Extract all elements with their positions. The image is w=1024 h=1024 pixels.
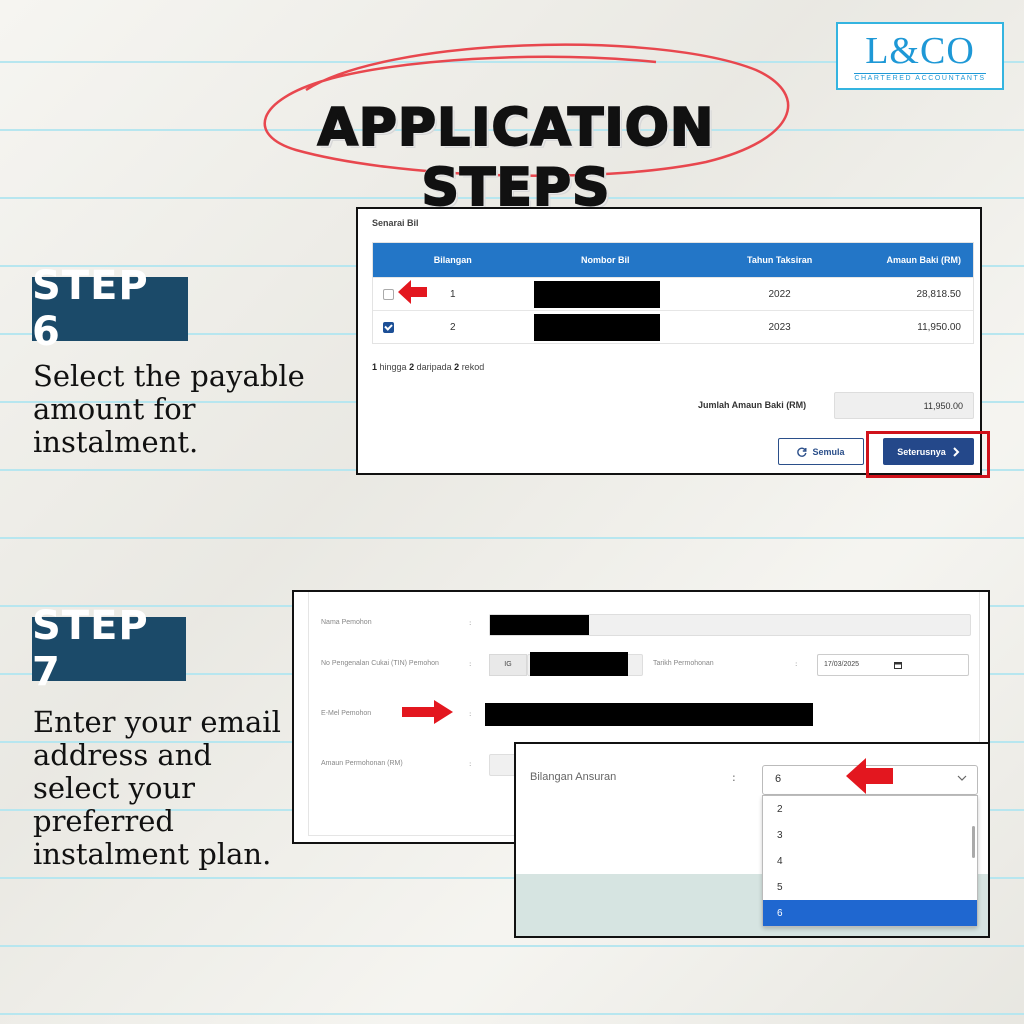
- cell-amaun: 28,818.50: [916, 288, 962, 300]
- records-info: 1 hingga 2 daripada 2 rekod: [372, 362, 485, 372]
- reset-button-label: Semula: [812, 446, 845, 457]
- step-6-badge: STEP 6: [32, 263, 188, 355]
- label-emel-pemohon: E-Mel Pemohon: [321, 710, 372, 717]
- cell-bilangan: 2: [449, 321, 456, 333]
- option-4[interactable]: 4: [777, 856, 783, 867]
- cell-bilangan: 1: [449, 288, 456, 300]
- title-area: APPLICATION STEPS: [236, 30, 796, 219]
- form-inner: Nama Pemohon : No Pengenalan Cukai (TIN)…: [308, 592, 980, 836]
- refresh-icon: [797, 447, 807, 457]
- table-row[interactable]: 2 2023 11,950.00: [373, 310, 973, 343]
- step-7-description: Enter your email address and select your…: [33, 706, 293, 871]
- col-header-amaun-baki: Amaun Baki (RM): [886, 255, 961, 265]
- logo-mark: L&CO: [865, 29, 975, 72]
- step-6-desc-line: instalment.: [33, 425, 199, 459]
- bill-list-panel: Senarai Bil Bilangan Nombor Bil Tahun Ta…: [356, 207, 982, 475]
- row-checkbox[interactable]: [383, 288, 395, 300]
- row-checkbox-checked[interactable]: [383, 321, 395, 333]
- page-title: APPLICATION STEPS: [317, 97, 715, 219]
- tarikh-permohonan-field[interactable]: 17/03/2025: [817, 654, 969, 676]
- redacted-bill-number: [534, 314, 660, 341]
- step-7-desc-line: address and: [33, 738, 212, 772]
- company-logo: L&CO CHARTERED ACCOUNTANTS: [836, 22, 1004, 90]
- cell-amaun: 11,950.00: [917, 321, 961, 333]
- label-nama-pemohon: Nama Pemohon: [321, 619, 372, 626]
- section-title: Senarai Bil: [372, 218, 419, 228]
- label-amaun-permohonan: Amaun Permohonan (RM): [321, 760, 403, 767]
- step-7-desc-line: select your: [33, 771, 195, 805]
- reset-button[interactable]: Semula: [778, 438, 864, 465]
- title-circle-decoration: [263, 43, 790, 177]
- step-6-description: Select the payable amount for instalment…: [33, 360, 333, 459]
- table-row[interactable]: 1 2022 28,818.50: [373, 277, 973, 310]
- redacted-email-input[interactable]: [485, 703, 813, 726]
- highlight-box-next: [866, 431, 990, 478]
- red-arrow-left-icon: [398, 280, 427, 304]
- step-7-badge: STEP 7: [32, 603, 186, 695]
- label-bilangan-ansuran: Bilangan Ansuran: [530, 771, 617, 783]
- chevron-down-icon: [957, 775, 967, 781]
- instalment-options: 2 3 4 5 6: [762, 795, 978, 927]
- total-label: Jumlah Amaun Baki (RM): [698, 400, 807, 410]
- step-6-desc-line: Select the payable: [33, 359, 305, 393]
- calendar-icon: [894, 662, 902, 669]
- dropdown-scrollbar[interactable]: [972, 826, 975, 858]
- label-no-pengenalan: No Pengenalan Cukai (TIN) Pemohon: [321, 660, 439, 667]
- table-header: Bilangan Nombor Bil Tahun Taksiran Amaun…: [373, 243, 973, 277]
- instalment-popup: Bilangan Ansuran : 6 2 3 4 5 6: [514, 742, 990, 938]
- option-2[interactable]: 2: [777, 804, 783, 815]
- total-amount-field: 11,950.00: [834, 392, 974, 419]
- chevron-right-icon: [953, 446, 960, 457]
- next-button-label: Seterusnya: [897, 446, 946, 457]
- step-7-desc-line: preferred: [33, 804, 174, 838]
- option-5[interactable]: 5: [777, 882, 783, 893]
- tin-prefix: IG: [489, 654, 527, 676]
- nama-pemohon-field: [489, 614, 971, 636]
- next-button[interactable]: Seterusnya: [883, 438, 974, 465]
- option-3[interactable]: 3: [777, 830, 783, 841]
- step-7-desc-line: instalment plan.: [33, 837, 272, 871]
- redacted-name: [490, 615, 589, 635]
- cell-tahun: 2022: [768, 288, 791, 300]
- col-header-bilangan: Bilangan: [433, 255, 472, 265]
- step-6-desc-line: amount for: [33, 392, 196, 426]
- cell-tahun: 2023: [768, 321, 791, 333]
- col-header-nombor-bil: Nombor Bil: [580, 255, 630, 265]
- label-tarikh-permohonan: Tarikh Permohonan: [653, 660, 714, 667]
- redacted-tin: [530, 652, 628, 676]
- option-6-selected[interactable]: 6: [763, 900, 977, 926]
- bill-table: Bilangan Nombor Bil Tahun Taksiran Amaun…: [372, 242, 974, 344]
- col-header-tahun-taksiran: Tahun Taksiran: [747, 255, 813, 265]
- logo-subtitle: CHARTERED ACCOUNTANTS: [854, 72, 986, 82]
- red-arrow-right-icon: [402, 700, 453, 724]
- step-7-desc-line: Enter your email: [33, 705, 281, 739]
- instalment-selected-value: 6: [775, 773, 782, 785]
- redacted-bill-number: [534, 281, 660, 308]
- red-arrow-left-icon: [846, 758, 893, 794]
